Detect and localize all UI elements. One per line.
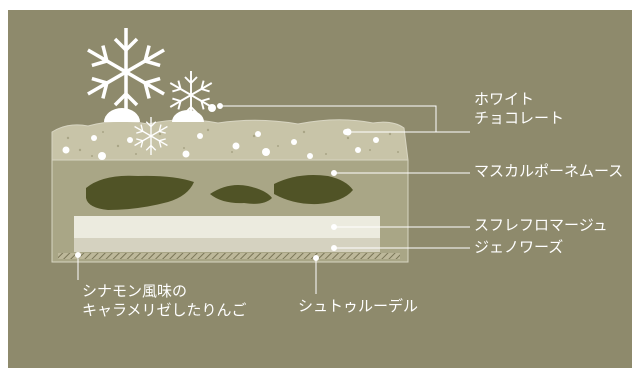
label-cinnamon-apple-line2: キャラメリゼしたりんご: [82, 301, 247, 319]
label-genoise: ジェノワーズ: [474, 238, 564, 256]
genoise-layer: [74, 238, 380, 252]
snowflake-medium: [169, 70, 213, 120]
label-souffle-fromage: スフレフロマージュ: [474, 216, 608, 234]
label-cinnamon-apple-line1: シナモン風味の: [82, 282, 188, 300]
white-chocolate-pearls: [62, 128, 379, 160]
snowflake-large: [86, 26, 166, 118]
label-cinnamon-apple: シナモン風味の キャラメリゼしたりんご: [82, 282, 247, 320]
label-mascarpone-mousse: マスカルポーネムース: [474, 162, 624, 180]
souffle-layer: [74, 216, 380, 238]
leader-lines: [75, 103, 470, 294]
crumble-texture: [66, 128, 399, 157]
caramelized-apple: [86, 175, 353, 210]
diagram-panel: ホワイト チョコレート マスカルポーネムース スフレフロマージュ ジェノワーズ …: [8, 10, 632, 368]
white-chocolate-decoration: [104, 104, 216, 122]
label-streusel: シュトゥルーデル: [298, 297, 419, 315]
label-white-chocolate-line1: ホワイト: [474, 90, 535, 108]
label-white-chocolate: ホワイト チョコレート: [474, 90, 564, 128]
cake-cross-section: [51, 26, 470, 294]
streusel-base: [58, 253, 400, 259]
label-white-chocolate-line2: チョコレート: [474, 109, 565, 127]
